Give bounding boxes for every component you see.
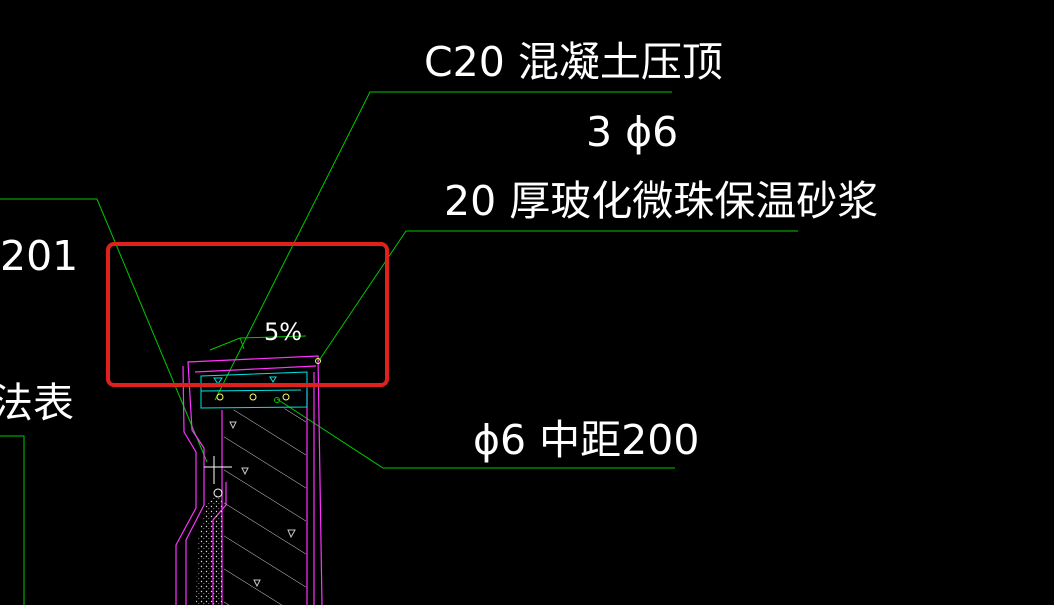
mortar-fill [196, 492, 222, 605]
rebar-markers [216, 358, 321, 403]
c20-cap-label: C20 混凝土压顶 [424, 38, 723, 86]
left-text-label: 法表 [0, 379, 74, 427]
left-number-label: 201 [0, 232, 78, 280]
rebar-spacing-label: ϕ6 中距200 [473, 416, 699, 464]
insulation-label: 20 厚玻化微珠保温砂浆 [444, 177, 878, 225]
leader-c20-cap [214, 91, 672, 401]
leader-lines [0, 91, 798, 605]
cap-inner-detail [200, 371, 308, 409]
left-border-line [0, 435, 25, 605]
highlight-box [106, 242, 389, 387]
wall-hatch [224, 408, 306, 605]
leader-left [0, 198, 208, 463]
aggregate-marks [229, 421, 296, 588]
leader-rebar-spacing [276, 398, 675, 469]
slope-label: 5% [264, 318, 302, 346]
rebar-top-label: 3 ϕ6 [586, 108, 678, 156]
cross-mark [204, 456, 232, 498]
leader-insulation [317, 230, 798, 363]
slope-arrow [209, 335, 307, 351]
